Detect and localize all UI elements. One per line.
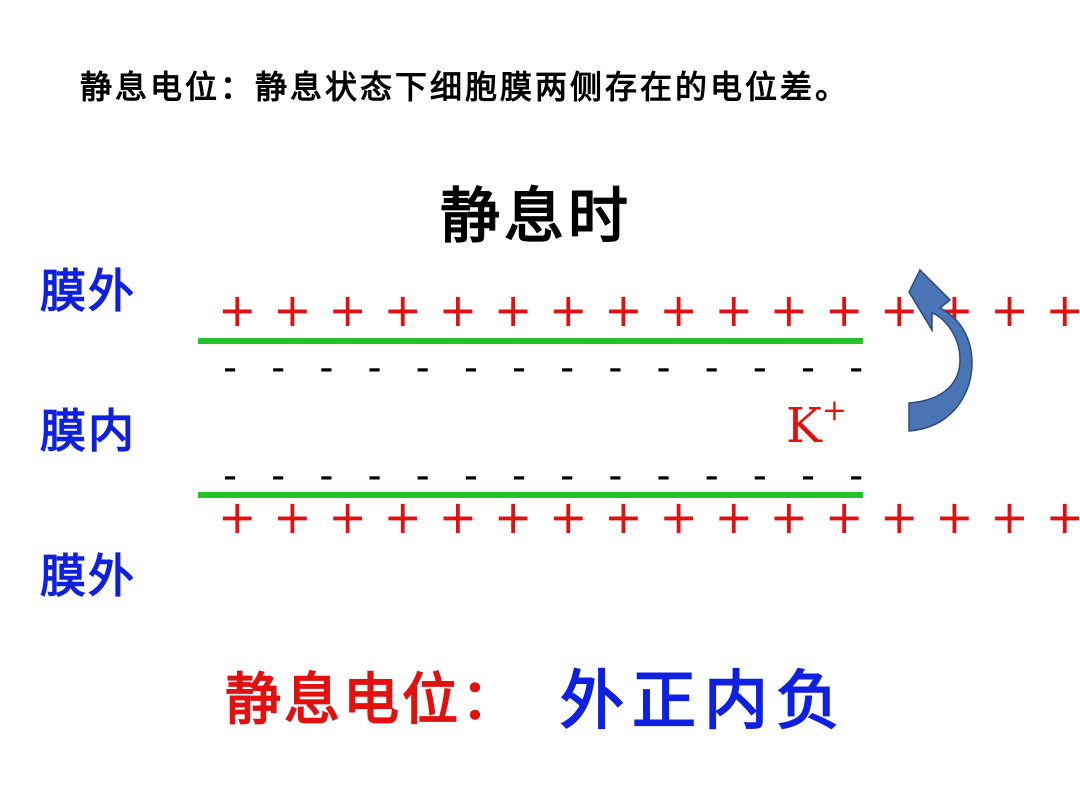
ion-charge: +	[821, 393, 847, 428]
negative-charges-top: - - - - - - - - - - - - - -	[218, 345, 869, 391]
ion-symbol: K	[786, 398, 822, 454]
positive-charges-bottom: + + + + + + + + + + + + + + + +	[218, 490, 1080, 544]
conclusion-value: 外正内负	[560, 664, 848, 739]
label-inside: 膜内	[40, 404, 136, 458]
negative-charges-bottom: - - - - - - - - - - - - - -	[218, 453, 869, 499]
label-outside-bottom: 膜外	[40, 549, 136, 603]
curved-arrow-icon	[908, 268, 973, 432]
diagram-heading: 静息时	[440, 182, 632, 252]
membrane-line-top	[198, 338, 863, 344]
membrane-line-bottom	[198, 492, 863, 498]
conclusion-label: 静息电位：	[225, 667, 520, 733]
potassium-ion-label: K+	[786, 393, 847, 454]
definition-text: 静息电位：静息状态下细胞膜两侧存在的电位差。	[80, 68, 851, 106]
label-outside-top: 膜外	[40, 264, 136, 318]
